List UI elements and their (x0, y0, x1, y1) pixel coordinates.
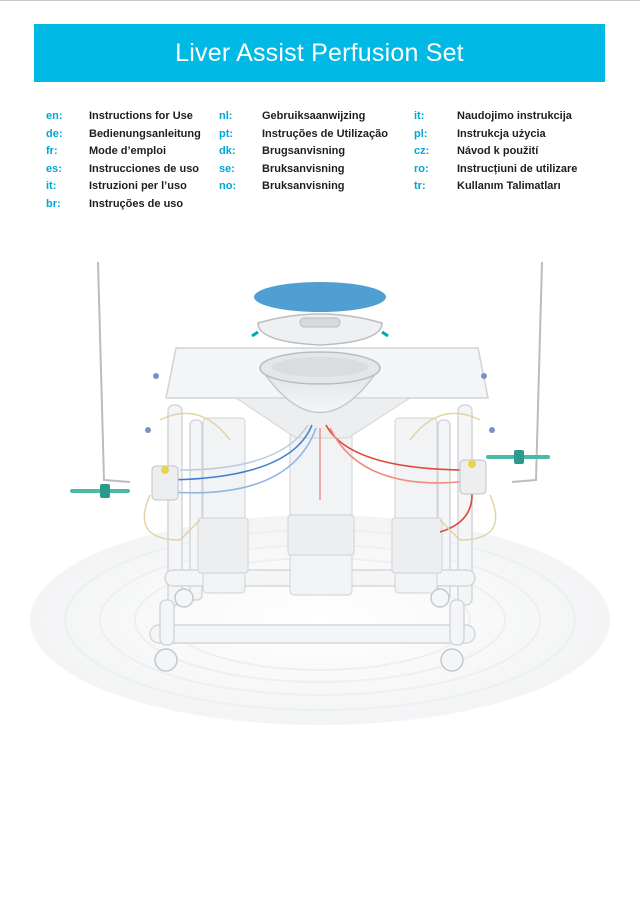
title-banner: Liver Assist Perfusion Set (34, 24, 605, 82)
pump-right (391, 417, 443, 594)
language-code: de: (46, 127, 63, 140)
iv-pole-left (97, 261, 131, 483)
language-column-1: en: Instructions for Use de: Bedienungsanl… (46, 108, 201, 213)
page-title: Liver Assist Perfusion Set (175, 38, 464, 67)
language-column-3: it: Naudojimo instrukcija pl: Instrukcja u… (414, 108, 577, 196)
pump-left (197, 417, 249, 594)
language-row: fr: Mode d’emploi (46, 143, 201, 161)
language-row: pt: Instruções de Utilização (219, 126, 388, 144)
language-label: Instrukcja użycia (457, 127, 546, 140)
language-code: it: (46, 180, 57, 192)
language-label: Návod k použití (457, 145, 539, 157)
iv-bag-clips (145, 373, 495, 433)
language-row: cz: Návod k použití (414, 143, 577, 161)
language-label: Istruzioni per l’uso (89, 180, 187, 192)
language-label: Bruksanvisning (262, 180, 345, 192)
cover-membrane (254, 282, 386, 312)
language-label: Instrucciones de uso (89, 162, 200, 175)
language-row: nl: Gebruiksaanwijzing (219, 108, 388, 126)
venous-tubing (159, 424, 317, 494)
language-row: se: Bruksanvisning (219, 161, 388, 179)
language-label: Instrucțiuni de utilizare (457, 162, 578, 175)
language-code: tr: (414, 180, 426, 192)
language-row: de: Bedienungsanleitung (46, 126, 201, 144)
iv-pole-right (511, 261, 543, 483)
language-code: se: (219, 162, 235, 175)
language-code: ro: (414, 162, 429, 175)
language-row: dk: Brugsanvisning (219, 143, 388, 161)
right-oxygenator (459, 459, 487, 495)
language-label: Instruções de uso (89, 197, 184, 210)
language-code: fr: (46, 145, 58, 157)
language-code: pl: (414, 127, 428, 140)
language-code: nl: (219, 110, 233, 122)
language-row: it: Naudojimo instrukcija (414, 108, 577, 126)
language-code: pt: (219, 127, 234, 140)
language-label: Bedienungsanleitung (89, 127, 201, 140)
bowl-lid (251, 313, 389, 346)
language-label: Brugsanvisning (262, 145, 346, 157)
language-code: dk: (219, 145, 236, 157)
language-label: Bruksanvisning (262, 162, 345, 175)
language-label: Instruções de Utilização (262, 127, 388, 140)
language-label: Gebruiksaanwijzing (262, 110, 366, 122)
right-inlet-connector (486, 450, 550, 464)
line-tubing (143, 412, 497, 541)
top-rule (0, 0, 640, 1)
language-code: it: (414, 110, 425, 122)
language-code: es: (46, 162, 62, 175)
language-row: ro: Instrucțiuni de utilizare (414, 161, 577, 179)
cart-wheels (154, 588, 464, 672)
language-row: tr: Kullanım Talimatları (414, 178, 577, 196)
language-code: no: (219, 180, 237, 192)
language-label: Instructions for Use (89, 110, 193, 122)
language-row: es: Instrucciones de uso (46, 161, 201, 179)
language-label: Naudojimo instrukcija (457, 110, 572, 122)
left-oxygenator (151, 465, 179, 501)
language-row: en: Instructions for Use (46, 108, 201, 126)
language-row: pl: Instrukcja użycia (414, 126, 577, 144)
pump-center (287, 429, 355, 596)
language-label: Mode d’emploi (89, 145, 166, 157)
language-row: no: Bruksanvisning (219, 178, 388, 196)
organ-bowl (259, 351, 381, 414)
perfusion-device-illustration (30, 261, 610, 725)
language-row: br: Instruções de uso (46, 196, 201, 214)
language-row: it: Istruzioni per l’uso (46, 178, 201, 196)
language-code: en: (46, 110, 63, 122)
left-inlet-connector (70, 484, 130, 498)
language-code: cz: (414, 145, 430, 157)
language-column-2: nl: Gebruiksaanwijzing pt: Instruções de U… (219, 108, 388, 196)
language-code: br: (46, 197, 61, 210)
language-label: Kullanım Talimatları (457, 180, 561, 192)
